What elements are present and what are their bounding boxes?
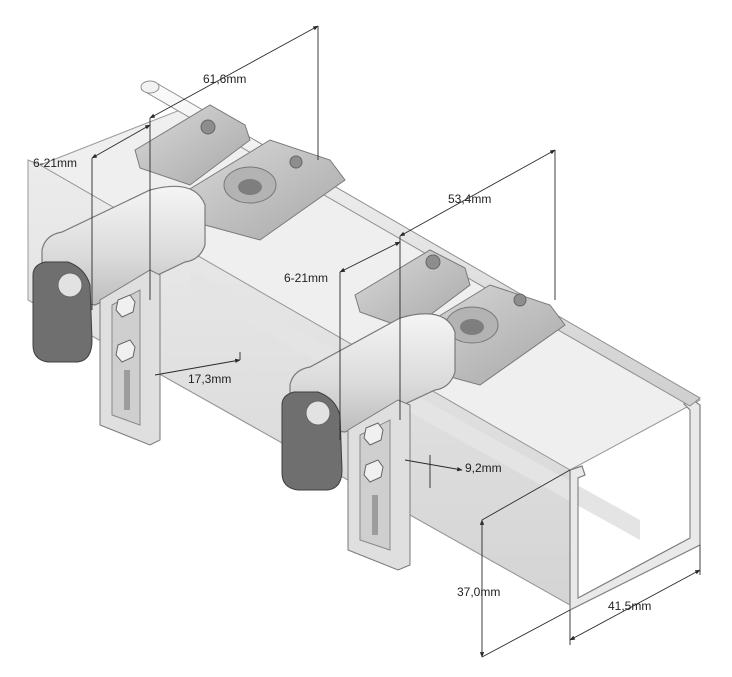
hex-nut-icon: [115, 294, 136, 318]
dim-label-41-5: 41,5mm: [608, 599, 652, 613]
dim-label-6-21-right: 6-21mm: [284, 271, 329, 285]
dim-line-41-5: [569, 569, 701, 641]
dim-label-9-2: 9,2mm: [465, 461, 502, 475]
dim-line-61-6: [149, 25, 319, 119]
dim-label-53-4: 53,4mm: [448, 192, 492, 206]
bolt-hole-icon: [200, 119, 216, 135]
bolt-hole-icon: [425, 254, 441, 270]
hex-nut-icon: [115, 339, 136, 363]
dim-label-61-6: 61,6mm: [203, 72, 247, 86]
dimension-lines: [91, 25, 701, 658]
hex-nut-icon: [363, 422, 384, 446]
dim-label-37-0: 37,0mm: [457, 585, 501, 599]
dim-line-17-3: [154, 358, 241, 376]
hex-nut-icon: [363, 459, 384, 483]
bolt-hole-icon: [513, 293, 527, 307]
dim-line-6-21-right: [339, 241, 401, 273]
dim-line-6-21-left: [91, 124, 151, 159]
dim-label-6-21-left: 6-21mm: [33, 156, 78, 170]
dim-line-53-4: [399, 149, 556, 237]
bolt-hole-icon: [289, 155, 303, 169]
dim-label-17-3: 17,3mm: [188, 372, 232, 386]
dim-line-9-2: [404, 459, 463, 472]
bracket-left: [32, 104, 346, 446]
bracket-right: [281, 249, 566, 571]
